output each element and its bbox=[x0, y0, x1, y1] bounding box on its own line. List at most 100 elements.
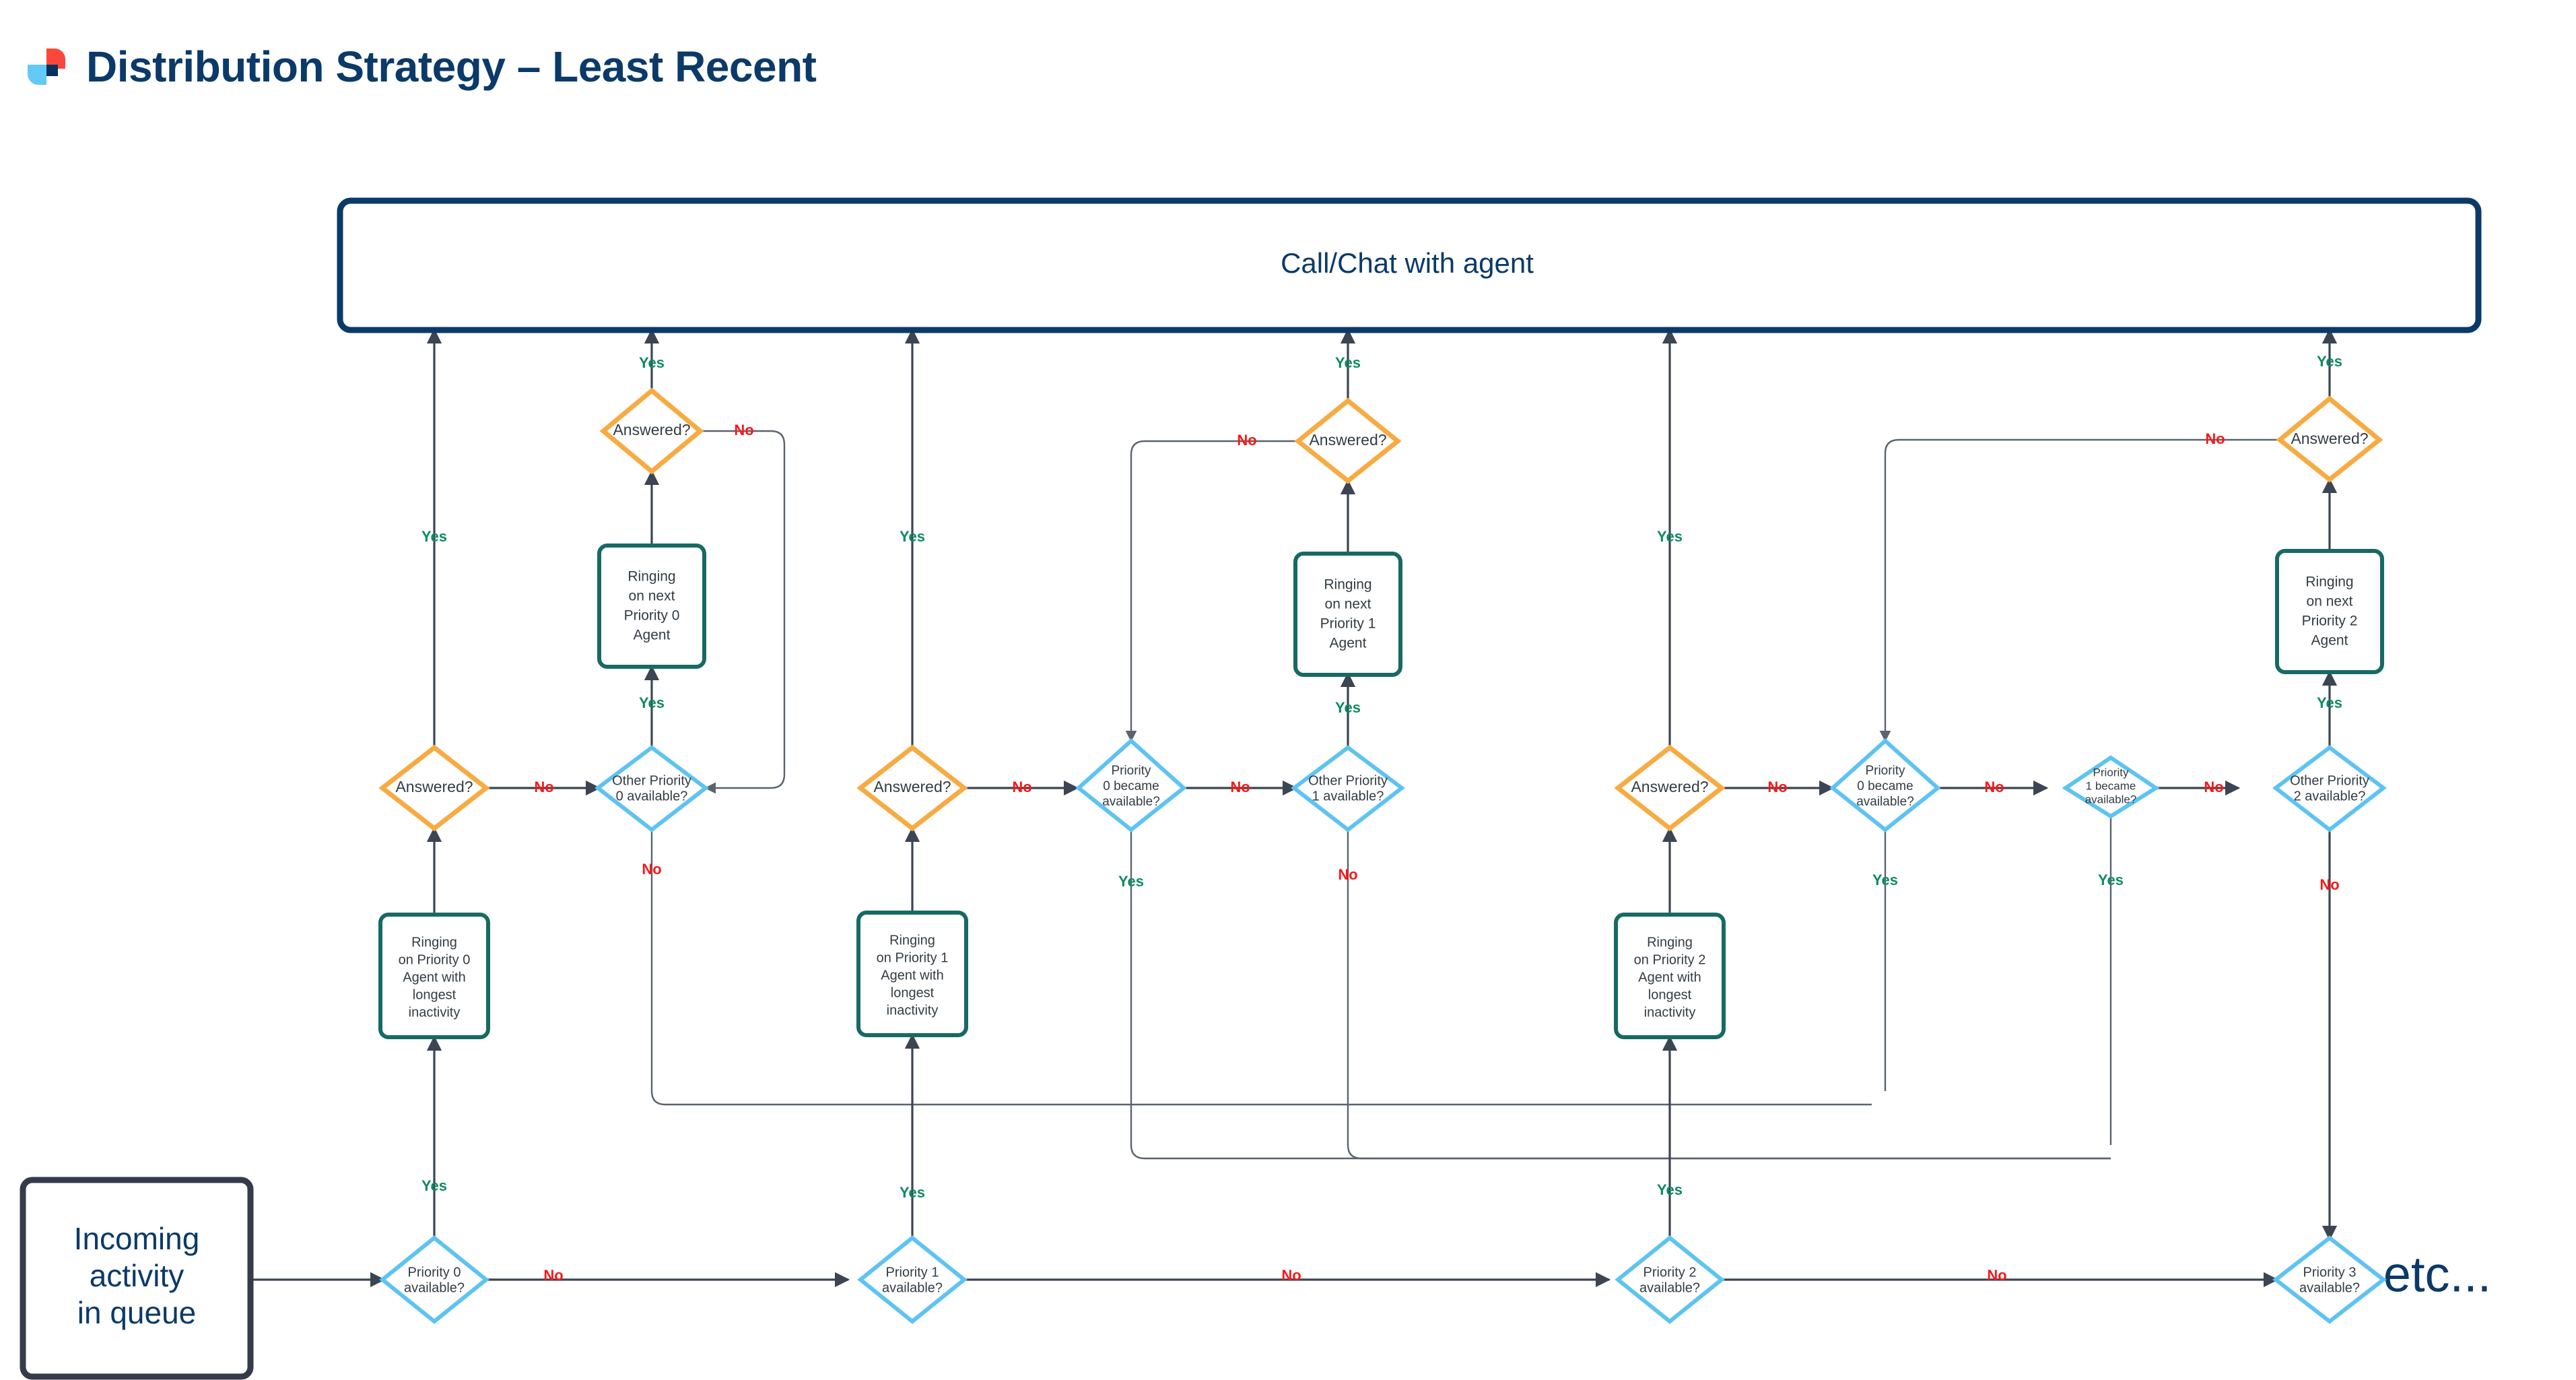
node-label-line-3: Agent with bbox=[403, 970, 465, 985]
node-answered-p1-low[interactable]: Answered? bbox=[856, 744, 968, 832]
node-answered-p2-low[interactable]: Answered? bbox=[1614, 744, 1726, 832]
edge-label-no: No bbox=[1767, 779, 1787, 795]
node-label: Answered? bbox=[613, 421, 690, 438]
node-incoming-activity-queue[interactable]: Incoming activity in queue bbox=[20, 1177, 254, 1380]
node-label-line-2: on Priority 0 bbox=[399, 952, 471, 967]
node-label-line-4: Agent bbox=[1330, 636, 1367, 651]
node-answered-p2-high[interactable]: Answered? bbox=[2276, 395, 2383, 483]
node-label-line-1: Other Priority bbox=[1308, 773, 1388, 788]
edge-label-no: No bbox=[1987, 1267, 2006, 1284]
edge-label-yes: Yes bbox=[1118, 873, 1144, 890]
node-call-chat-with-agent[interactable]: Call/Chat with agent bbox=[337, 197, 2482, 333]
node-ringing-priority0-longest[interactable]: Ringing on Priority 0 Agent with longest… bbox=[378, 913, 490, 1039]
node-label-line-1: Ringing bbox=[411, 935, 457, 950]
edge-label-no: No bbox=[534, 779, 553, 795]
node-label-line-1: Priority bbox=[1865, 764, 1905, 778]
node-label-line-1: Priority 3 bbox=[2303, 1265, 2357, 1280]
edge-label-yes: Yes bbox=[639, 694, 665, 711]
node-label-line-1: Priority 0 bbox=[408, 1265, 461, 1280]
edge-label-no: No bbox=[2319, 876, 2339, 893]
node-answered-p0-low[interactable]: Answered? bbox=[378, 744, 490, 832]
node-label-line-5: inactivity bbox=[409, 1005, 461, 1020]
page-header: Distribution Strategy – Least Recent bbox=[0, 0, 2576, 155]
node-label-line-1: Ringing bbox=[889, 933, 935, 948]
node-label-line-5: inactivity bbox=[887, 1003, 939, 1018]
node-answered-p0-high[interactable]: Answered? bbox=[599, 387, 704, 475]
node-priority0-became-available-g1[interactable]: Priority 0 became available? bbox=[1075, 737, 1187, 832]
edge-label-no: No bbox=[543, 1267, 563, 1284]
node-label-line-1: Priority 2 bbox=[1643, 1265, 1697, 1280]
edge-label-yes: Yes bbox=[1335, 699, 1361, 716]
edge-label-yes: Yes bbox=[900, 1184, 925, 1201]
node-label-line-3: in queue bbox=[77, 1295, 197, 1330]
edge-otherp1-no-route bbox=[1347, 830, 2111, 1160]
node-label-line-3: Priority 1 bbox=[1320, 616, 1376, 632]
node-ringing-priority1-longest[interactable]: Ringing on Priority 1 Agent with longest… bbox=[856, 911, 968, 1037]
node-other-priority1-available[interactable]: Other Priority 1 available? bbox=[1291, 745, 1405, 832]
node-label-line-1: Ringing bbox=[628, 569, 675, 585]
node-label-line-2: available? bbox=[2299, 1280, 2360, 1295]
node-label: Answered? bbox=[395, 778, 473, 795]
node-label-line-1: Ringing bbox=[1647, 935, 1693, 950]
node-label-line-2: available? bbox=[882, 1280, 943, 1295]
edge-label-yes: Yes bbox=[1657, 528, 1683, 545]
edge-label-no: No bbox=[2205, 430, 2225, 447]
node-label-line-4: longest bbox=[891, 985, 935, 1000]
etc-label: etc... bbox=[2383, 1247, 2491, 1303]
node-label-line-1: Ringing bbox=[1324, 577, 1371, 593]
edge-answeredhigh2-no-loop bbox=[1879, 438, 2281, 742]
edge-label-yes: Yes bbox=[1335, 354, 1361, 371]
node-priority3-available[interactable]: Priority 3 available? bbox=[2272, 1235, 2387, 1324]
node-label-line-1: Other Priority bbox=[2290, 773, 2369, 788]
node-priority0-available[interactable]: Priority 0 available? bbox=[379, 1235, 489, 1324]
edge-label-yes: Yes bbox=[1872, 872, 1898, 888]
page-title: Distribution Strategy – Least Recent bbox=[86, 42, 817, 91]
node-label-line-2: available? bbox=[404, 1280, 465, 1295]
node-priority1-available[interactable]: Priority 1 available? bbox=[857, 1235, 968, 1324]
node-label: Answered? bbox=[1631, 778, 1708, 795]
edge-label-yes: Yes bbox=[2317, 694, 2342, 711]
node-label-line-3: Agent with bbox=[1638, 970, 1701, 985]
edge-label-no: No bbox=[2204, 779, 2223, 795]
edge-otherp0-no-route bbox=[650, 830, 1872, 1106]
node-ringing-next-priority0[interactable]: Ringing on next Priority 0 Agent bbox=[597, 544, 706, 669]
edge-label-no: No bbox=[642, 861, 661, 878]
node-ringing-next-priority2[interactable]: Ringing on next Priority 2 Agent bbox=[2275, 549, 2384, 674]
node-label-line-2: on next bbox=[2307, 594, 2353, 610]
node-ringing-next-priority1[interactable]: Ringing on next Priority 1 Agent bbox=[1293, 552, 1402, 677]
edge-label-yes: Yes bbox=[639, 354, 665, 371]
node-other-priority2-available[interactable]: Other Priority 2 available? bbox=[2272, 745, 2387, 832]
edge-label-yes: Yes bbox=[1657, 1181, 1683, 1198]
node-priority2-available[interactable]: Priority 2 available? bbox=[1615, 1235, 1725, 1324]
edge-label-no: No bbox=[1012, 779, 1031, 795]
edge-label-no: No bbox=[1230, 779, 1250, 795]
edge-label-yes: Yes bbox=[2098, 872, 2124, 888]
node-label-line-2: 1 available? bbox=[1312, 789, 1384, 803]
edge-answeredhigh1-no-loop bbox=[1125, 440, 1298, 742]
node-label-line-3: available? bbox=[1856, 795, 1914, 809]
node-label-line-4: Agent bbox=[634, 628, 671, 643]
node-label-line-2: 1 became bbox=[2086, 779, 2136, 792]
node-priority0-became-available-g2[interactable]: Priority 0 became available? bbox=[1829, 737, 1941, 832]
edge-label-yes: Yes bbox=[421, 528, 447, 545]
node-label-line-1: Ringing bbox=[2305, 574, 2353, 590]
node-label-line-1: Incoming bbox=[74, 1221, 200, 1256]
edge-label-yes: Yes bbox=[421, 1177, 447, 1194]
node-label: Answered? bbox=[2291, 430, 2368, 447]
node-label-line-1: Priority bbox=[1111, 764, 1151, 778]
node-answered-p1-high[interactable]: Answered? bbox=[1294, 397, 1402, 484]
node-other-priority0-available[interactable]: Other Priority 0 available? bbox=[595, 745, 709, 832]
edge-label-no: No bbox=[1984, 779, 2004, 795]
edge-label-no: No bbox=[734, 422, 753, 438]
node-label-line-2: available? bbox=[1639, 1280, 1700, 1295]
node-label-line-3: available? bbox=[1102, 795, 1160, 809]
node-label-line-3: Priority 2 bbox=[2302, 614, 2358, 629]
node-label-line-2: 0 became bbox=[1103, 779, 1159, 793]
node-label-line-1: Priority bbox=[2093, 766, 2129, 779]
edge-p0became-g1-yes-route bbox=[1130, 830, 2111, 1160]
node-label-line-1: Priority 1 bbox=[886, 1265, 939, 1280]
edge-label-yes: Yes bbox=[2317, 353, 2342, 370]
node-priority1-became-available-g2[interactable]: Priority 1 became available? bbox=[2062, 755, 2160, 819]
node-ringing-priority2-longest[interactable]: Ringing on Priority 2 Agent with longest… bbox=[1614, 913, 1726, 1039]
